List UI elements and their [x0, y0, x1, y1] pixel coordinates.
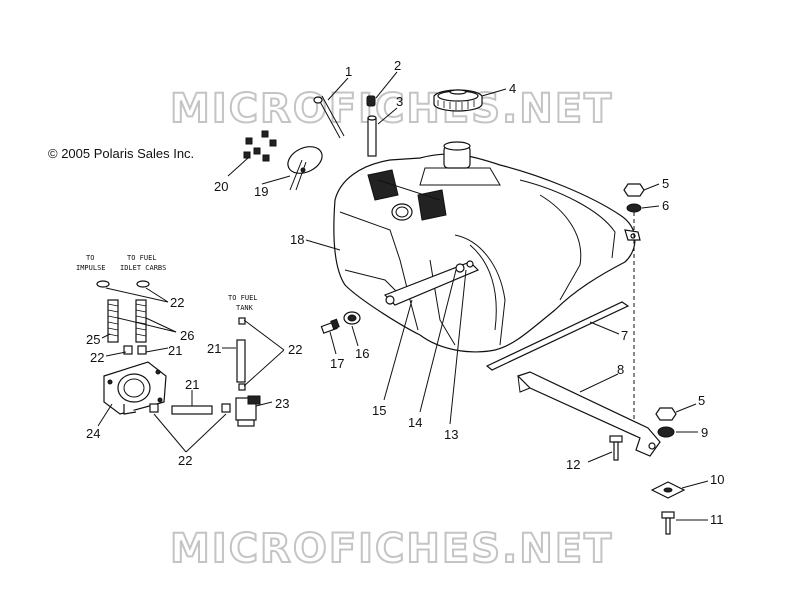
- callout-22-left: 22: [90, 350, 104, 365]
- callout-11: 11: [710, 512, 724, 527]
- callout-12: 12: [566, 457, 580, 472]
- callout-10: 10: [710, 472, 724, 487]
- callout-23: 23: [275, 396, 289, 411]
- nut-part-5-top: [623, 183, 645, 197]
- callout-3: 3: [396, 94, 403, 109]
- callout-22-right: 22: [288, 342, 302, 357]
- hose-part-21-pump: [171, 405, 213, 415]
- label-to-fuel-tank-line1: TO FUEL: [228, 294, 258, 302]
- bracket-part-8: [516, 371, 661, 457]
- label-to-fuel-idlet-line1: TO FUEL: [127, 254, 157, 262]
- pad-strip-part-7: [485, 301, 630, 371]
- callout-numbers: 1 2 3 4 5 6 7 8 5 9 10 11 12 13 14 15 16…: [86, 58, 724, 527]
- shutoff-valve-part-23: [235, 395, 261, 427]
- impulse-hose-assembly: [96, 280, 150, 355]
- callout-6: 6: [662, 198, 669, 213]
- callout-5-bottom: 5: [698, 393, 705, 408]
- fuel-tank: [333, 141, 641, 353]
- callout-21-right: 21: [207, 341, 221, 356]
- callout-17: 17: [330, 356, 344, 371]
- callout-2: 2: [394, 58, 401, 73]
- gauge-plate-part-19: [287, 146, 323, 191]
- label-to-fuel-tank-line2: TANK: [236, 304, 254, 312]
- callout-1: 1: [345, 64, 352, 79]
- callout-25: 25: [86, 332, 100, 347]
- callout-5-top: 5: [662, 176, 669, 191]
- label-to-impulse-line2: IMPULSE: [76, 264, 106, 272]
- bolt-part-11: [661, 511, 675, 535]
- vent-line-part-1: [313, 95, 345, 139]
- nut-part-5-bottom: [655, 407, 677, 421]
- watermark-top: MICROFICHES.NET: [170, 86, 613, 132]
- callout-15: 15: [372, 403, 386, 418]
- label-to-impulse-line1: TO: [86, 254, 94, 262]
- callout-13: 13: [444, 427, 458, 442]
- hose-destination-labels: TO IMPULSE TO FUEL IDLET CARBS TO FUEL T…: [76, 254, 258, 312]
- washer-plate-part-10: [650, 481, 686, 499]
- screws-part-20: [243, 130, 277, 162]
- callout-26: 26: [180, 328, 194, 343]
- bolt-part-12: [609, 435, 623, 461]
- callout-19: 19: [254, 184, 268, 199]
- callout-8: 8: [617, 362, 624, 377]
- callout-14: 14: [408, 415, 422, 430]
- callout-24: 24: [86, 426, 100, 441]
- callout-7: 7: [621, 328, 628, 343]
- label-to-fuel-idlet-line2: IDLET CARBS: [120, 264, 166, 272]
- callout-22-top: 22: [170, 295, 184, 310]
- callout-22-bottom: 22: [178, 453, 192, 468]
- hose-part-21-tank: [236, 339, 246, 383]
- callout-21-middle: 21: [185, 377, 199, 392]
- callout-18: 18: [290, 232, 304, 247]
- callout-21-left: 21: [168, 343, 182, 358]
- grommet-part-2: [366, 95, 376, 107]
- callout-9: 9: [701, 425, 708, 440]
- washer-part-9: [657, 426, 675, 438]
- fuel-cap-part-4: [433, 89, 483, 112]
- washer-part-6: [626, 203, 642, 213]
- grommet-part-16: [343, 311, 361, 325]
- copyright-text: © 2005 Polaris Sales Inc.: [48, 146, 194, 161]
- tube-part-3: [367, 115, 377, 157]
- callout-20: 20: [214, 179, 228, 194]
- watermark-bottom: MICROFICHES.NET: [170, 526, 613, 572]
- fuel-pump-part-24: [103, 361, 167, 415]
- fitting-part-17: [320, 318, 340, 334]
- callout-16: 16: [355, 346, 369, 361]
- leader-lines: [97, 71, 709, 521]
- callout-4: 4: [509, 81, 516, 96]
